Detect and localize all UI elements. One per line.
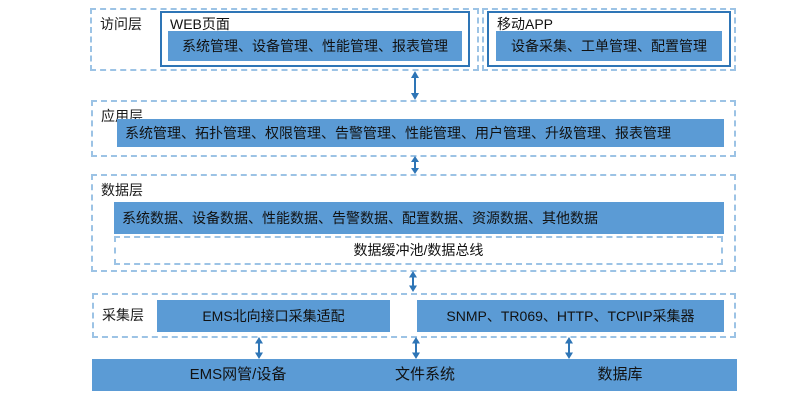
access-layer-mobile-group: 移动APP 设备采集、工单管理、配置管理 bbox=[482, 8, 736, 71]
ems-northbound-adapter-bar: EMS北向接口采集适配 bbox=[157, 300, 390, 332]
collection-file-system-double-arrow-icon bbox=[410, 337, 422, 359]
data-modules-bar: 系统数据、设备数据、性能数据、告警数据、配置数据、资源数据、其他数据 bbox=[114, 202, 724, 234]
mobile-app-title: 移动APP bbox=[497, 16, 554, 32]
application-modules-bar: 系统管理、拓扑管理、权限管理、告警管理、性能管理、用户管理、升级管理、报表管理 bbox=[117, 119, 724, 147]
access-layer-label: 访问层 bbox=[100, 16, 142, 32]
access-application-double-arrow-icon bbox=[409, 71, 421, 100]
data-layer-label: 数据层 bbox=[101, 182, 143, 198]
application-layer-group: 应用层 系统管理、拓扑管理、权限管理、告警管理、性能管理、用户管理、升级管理、报… bbox=[91, 100, 736, 157]
application-data-double-arrow-icon bbox=[409, 156, 421, 174]
data-layer-group: 数据层 系统数据、设备数据、性能数据、告警数据、配置数据、资源数据、其他数据 数… bbox=[91, 174, 736, 272]
access-layer-web-group: 访问层 WEB页面 系统管理、设备管理、性能管理、报表管理 bbox=[90, 8, 479, 71]
data-bus-box: 数据缓冲池/数据总线 bbox=[114, 236, 723, 265]
collection-database-double-arrow-icon bbox=[563, 337, 575, 359]
data-collection-double-arrow-icon bbox=[407, 271, 419, 292]
web-page-box: WEB页面 系统管理、设备管理、性能管理、报表管理 bbox=[160, 11, 470, 67]
managed-resources-bar: EMS网管/设备 文件系统 数据库 bbox=[92, 359, 737, 391]
web-page-title: WEB页面 bbox=[170, 16, 230, 32]
mobile-app-box: 移动APP 设备采集、工单管理、配置管理 bbox=[487, 11, 731, 67]
collection-ems-device-double-arrow-icon bbox=[253, 337, 265, 359]
web-page-modules-bar: 系统管理、设备管理、性能管理、报表管理 bbox=[168, 31, 462, 61]
ems-device-label: EMS网管/设备 bbox=[189, 366, 287, 383]
file-system-label: 文件系统 bbox=[394, 366, 456, 383]
collection-layer-group: 采集层 EMS北向接口采集适配 SNMP、TR069、HTTP、TCP\IP采集… bbox=[92, 293, 736, 338]
protocol-collectors-bar: SNMP、TR069、HTTP、TCP\IP采集器 bbox=[417, 300, 724, 332]
database-label: 数据库 bbox=[597, 366, 643, 383]
collection-layer-label: 采集层 bbox=[102, 307, 144, 323]
mobile-app-modules-bar: 设备采集、工单管理、配置管理 bbox=[496, 31, 722, 61]
